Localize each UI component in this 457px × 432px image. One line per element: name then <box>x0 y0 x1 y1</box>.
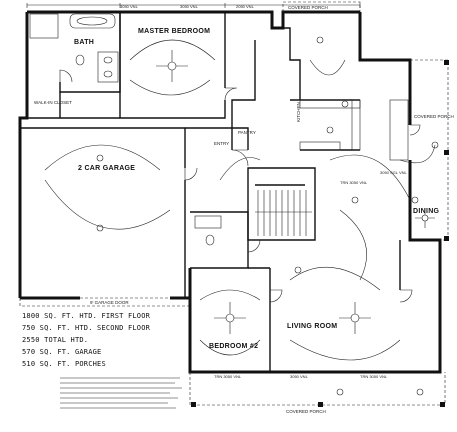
ceiling-fan-living <box>339 302 371 334</box>
bath2-walls <box>190 211 249 269</box>
covered-porch-bottom-outline <box>189 372 446 406</box>
room-label-covered-porch-bottom: COVERED PORCH <box>286 409 326 414</box>
room-label-kitchen: KITCHEN <box>296 102 301 122</box>
closet-wall <box>27 92 120 119</box>
ceiling-fan-bedroom2 <box>214 302 246 334</box>
general-notes-block <box>60 377 182 409</box>
exterior-wall-west-upper <box>18 12 29 298</box>
garage-north-wall <box>20 127 186 168</box>
master-walls <box>119 12 226 119</box>
ceiling-fan-dining <box>415 208 435 228</box>
bedroom2-east-wall <box>248 267 271 372</box>
porch-columns <box>191 60 449 407</box>
door-swings <box>59 69 421 303</box>
garage-door-label: 9' GARAGE DOOR <box>90 300 129 305</box>
dimension-ticks <box>26 3 361 8</box>
window-note-bot1: TRN 3050 VNL <box>214 374 242 379</box>
bath-fixtures <box>29 13 222 246</box>
laundry-walls <box>185 40 256 150</box>
room-label-bath: BATH <box>74 39 94 46</box>
room-label-covered-porch-top: COVERED PORCH <box>288 5 328 10</box>
room-label-master-bedroom: MASTER BEDROOM <box>138 28 210 35</box>
area-total: 2550 TOTAL HTD. <box>22 336 88 344</box>
window-note-top1: 3050 VNL <box>120 4 139 9</box>
garage-entry-outline <box>19 298 191 307</box>
light-fixtures <box>96 36 439 396</box>
area-garage: 570 SQ. FT. GARAGE <box>22 348 101 356</box>
window-note-top2: 3050 VNL <box>180 4 199 9</box>
room-label-covered-porch-right: COVERED PORCH <box>414 114 454 119</box>
electrical-wiring <box>44 39 436 361</box>
room-label-entry: ENTRY <box>214 141 229 146</box>
window-note-right1: 3050 SGL VNL <box>380 170 408 175</box>
window-note-bot2: 3050 VNL <box>290 374 309 379</box>
area-porches: 510 SQ. FT. PORCHES <box>22 360 106 368</box>
room-label-pantry: PANTRY <box>238 130 256 135</box>
room-label-bedroom2: BEDROOM #2 <box>209 343 258 350</box>
area-second-floor: 750 SQ. FT. HTD. SECOND FLOOR <box>22 324 151 332</box>
window-note-right2: TRN 3050 VNL <box>340 180 368 185</box>
kitchen-walls <box>272 27 360 151</box>
exterior-wall-north <box>27 10 360 30</box>
room-label-living-room: LIVING ROOM <box>287 323 337 330</box>
garage-south-wall <box>20 268 192 300</box>
exterior-wall-east <box>358 12 442 374</box>
area-first-floor: 1800 SQ. FT. HTD. FIRST FLOOR <box>22 312 151 320</box>
kitchen-counters <box>299 99 409 161</box>
room-label-walk-in-closet: WALK-IN CLOSET <box>34 100 72 105</box>
room-label-garage: 2 CAR GARAGE <box>78 165 135 172</box>
window-note-top3: 2050 VNL <box>236 4 255 9</box>
window-note-bot3: TRN 3050 VNL <box>360 374 388 379</box>
ceiling-fan-master <box>156 50 188 82</box>
stairs <box>255 190 312 236</box>
area-schedule: 1800 SQ. FT. HTD. FIRST FLOOR 750 SQ. FT… <box>22 312 151 368</box>
room-label-dining: DINING <box>413 208 440 215</box>
